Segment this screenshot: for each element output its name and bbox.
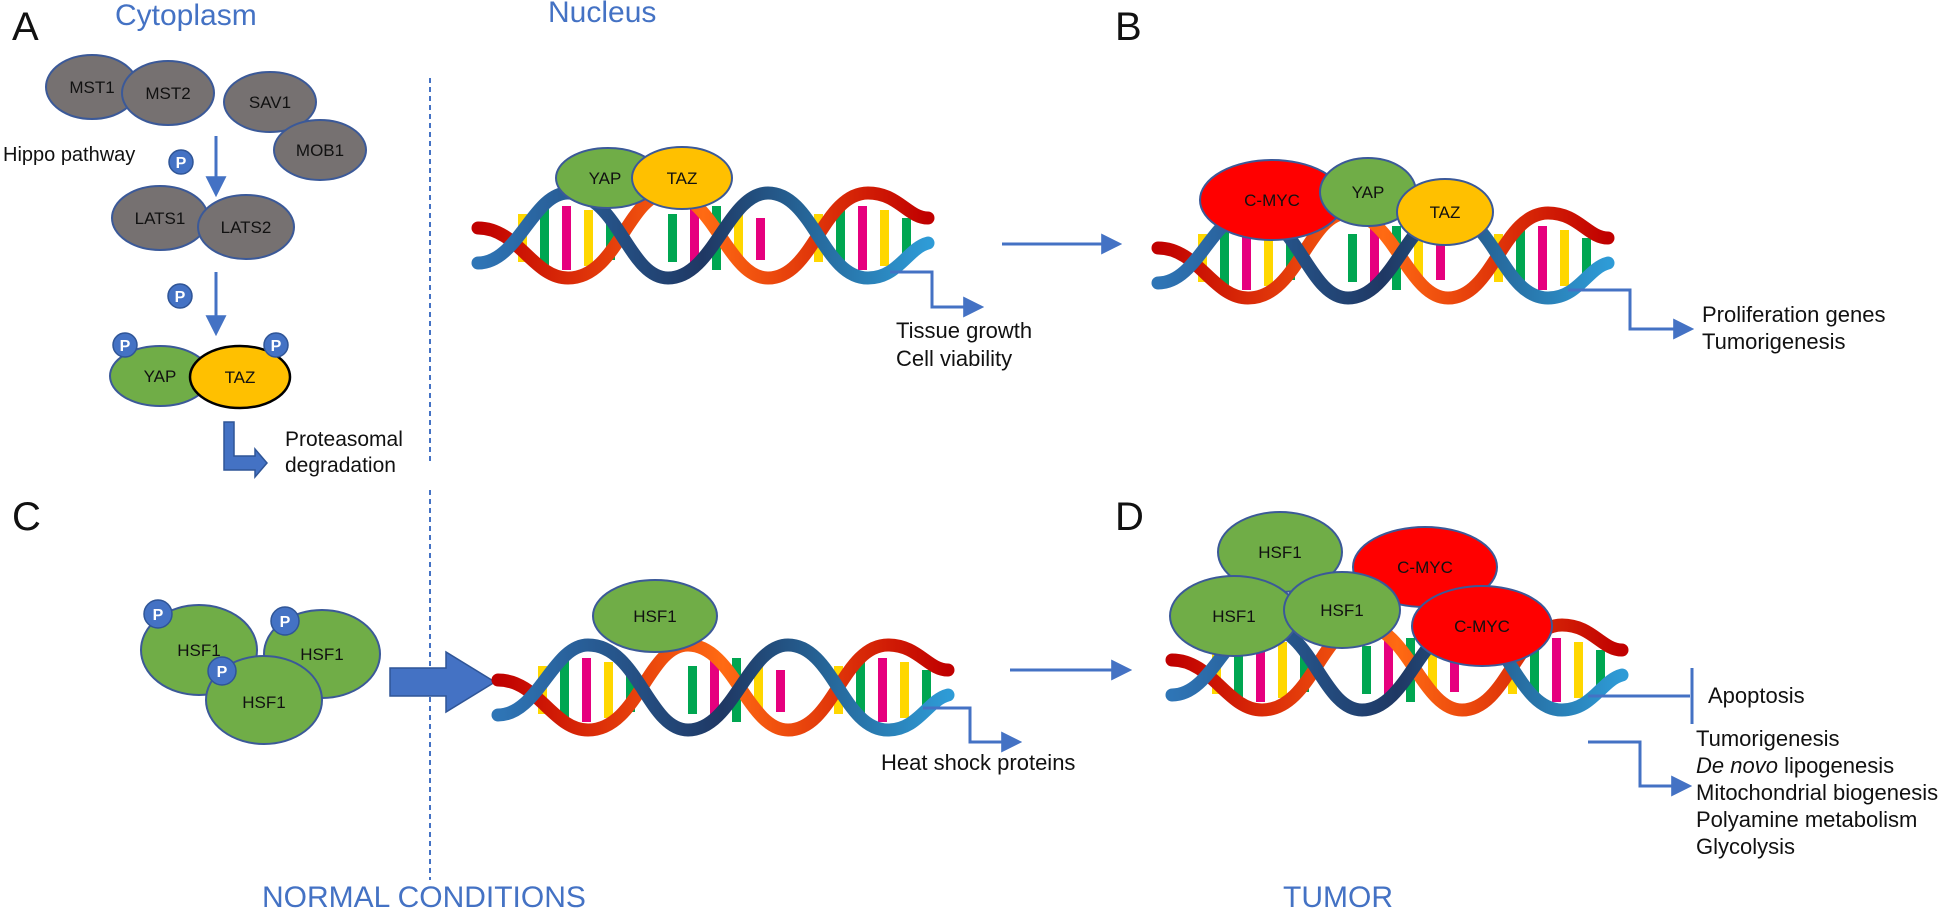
svg-text:HSF1: HSF1 — [242, 693, 285, 712]
pathway-arrow-icon — [1588, 740, 1693, 797]
dna-helix-icon — [498, 645, 948, 730]
svg-text:MST2: MST2 — [145, 84, 190, 103]
svg-text:C-MYC: C-MYC — [1454, 617, 1510, 636]
normal-conditions-label: NORMAL CONDITIONS — [262, 881, 586, 911]
svg-text:HSF1: HSF1 — [1320, 601, 1363, 620]
phosphate-circle-icon: P — [207, 656, 237, 686]
svg-text:P: P — [153, 607, 164, 624]
proteasomal-label: Proteasomal — [285, 428, 403, 451]
hsf1-cluster-protein: HSF1 — [205, 655, 323, 745]
svg-text:HSF1: HSF1 — [633, 607, 676, 626]
cytoplasm-header: Cytoplasm — [115, 0, 257, 32]
panel-label-b: B — [1115, 5, 1142, 49]
mst1-protein: MST1 — [45, 54, 139, 120]
tumorigenesis-label: Tumorigenesis — [1702, 329, 1845, 354]
svg-text:YAP: YAP — [589, 169, 622, 188]
svg-text:C-MYC: C-MYC — [1244, 191, 1300, 210]
proliferation-genes-label: Proliferation genes — [1702, 302, 1885, 327]
phosphate-circle-icon: P — [263, 332, 289, 358]
phosphate-circle-icon: P — [112, 332, 138, 358]
tumor-label: TUMOR — [1283, 881, 1393, 911]
svg-text:YAP: YAP — [1352, 183, 1385, 202]
svg-text:TAZ: TAZ — [1430, 203, 1461, 222]
svg-text:HSF1: HSF1 — [177, 641, 220, 660]
pathway-arrow-icon — [890, 270, 985, 318]
taz-nuclear-protein: TAZ — [631, 146, 733, 210]
pathway-arrow-icon — [1568, 288, 1695, 340]
panel-label-d: D — [1115, 495, 1144, 539]
degradation-label: degradation — [285, 454, 396, 477]
yap-phosphorylated-protein: YAP — [109, 345, 211, 407]
hsf1-protein: HSF1 — [1283, 571, 1401, 649]
svg-text:P: P — [280, 614, 291, 631]
svg-text:YAP: YAP — [144, 367, 177, 386]
svg-text:C-MYC: C-MYC — [1397, 558, 1453, 577]
taz-phosphorylated-protein: TAZ — [188, 344, 292, 410]
taz-protein: TAZ — [1396, 178, 1494, 246]
yap-protein: YAP — [1319, 157, 1417, 227]
translocation-arrow-icon — [389, 650, 497, 714]
svg-text:SAV1: SAV1 — [249, 93, 291, 112]
mst2-protein: MST2 — [121, 60, 215, 126]
svg-text:TAZ: TAZ — [667, 169, 698, 188]
apoptosis-label: Apoptosis — [1708, 683, 1805, 708]
svg-text:LATS1: LATS1 — [135, 209, 186, 228]
lats2-protein: LATS2 — [197, 194, 295, 260]
panel-label-a: A — [12, 5, 39, 49]
svg-text:P: P — [175, 289, 186, 306]
svg-text:P: P — [271, 338, 282, 355]
hippo-pathway-label: Hippo pathway — [3, 144, 135, 166]
heat-shock-proteins-label: Heat shock proteins — [881, 750, 1075, 775]
yap-nuclear-protein: YAP — [555, 147, 661, 209]
svg-text:P: P — [217, 664, 228, 681]
phosphate-circle-icon: P — [167, 283, 193, 309]
hsf1-nuclear-protein: HSF1 — [592, 579, 718, 653]
svg-text:LATS2: LATS2 — [221, 218, 272, 237]
svg-text:HSF1: HSF1 — [300, 645, 343, 664]
phosphate-circle-icon: P — [143, 599, 173, 629]
svg-text:P: P — [120, 338, 131, 355]
mob1-protein: MOB1 — [273, 119, 367, 181]
svg-text:P: P — [176, 155, 187, 172]
svg-text:MOB1: MOB1 — [296, 141, 344, 160]
polyamine-metabolism-label: Polyamine metabolism — [1696, 807, 1917, 832]
cell-viability-label: Cell viability — [896, 346, 1012, 371]
tumorigenesis-label: Tumorigenesis — [1696, 726, 1839, 751]
c-myc-protein: C-MYC — [1411, 585, 1553, 667]
svg-text:HSF1: HSF1 — [1212, 607, 1255, 626]
lipogenesis-label: De novo lipogenesis — [1696, 753, 1894, 778]
degradation-arrow-icon — [223, 421, 268, 480]
nucleus-header: Nucleus — [548, 0, 656, 29]
c-myc-protein: C-MYC — [1199, 159, 1345, 241]
hsf1-protein: HSF1 — [1169, 575, 1299, 657]
glycolysis-label: Glycolysis — [1696, 834, 1795, 859]
pathway-arrow-icon — [923, 706, 1023, 753]
mitochondrial-biogenesis-label: Mitochondrial biogenesis — [1696, 780, 1938, 805]
svg-text:MST1: MST1 — [69, 78, 114, 97]
tissue-growth-label: Tissue growth — [896, 318, 1032, 343]
phosphate-circle-icon: P — [270, 606, 300, 636]
panel-label-c: C — [12, 495, 41, 539]
svg-text:HSF1: HSF1 — [1258, 543, 1301, 562]
phosphate-circle-icon: P — [168, 149, 194, 175]
svg-text:TAZ: TAZ — [225, 368, 256, 387]
hsf1-protein: HSF1 — [1217, 511, 1343, 593]
sav1-protein: SAV1 — [223, 71, 317, 133]
lats1-protein: LATS1 — [111, 185, 209, 251]
